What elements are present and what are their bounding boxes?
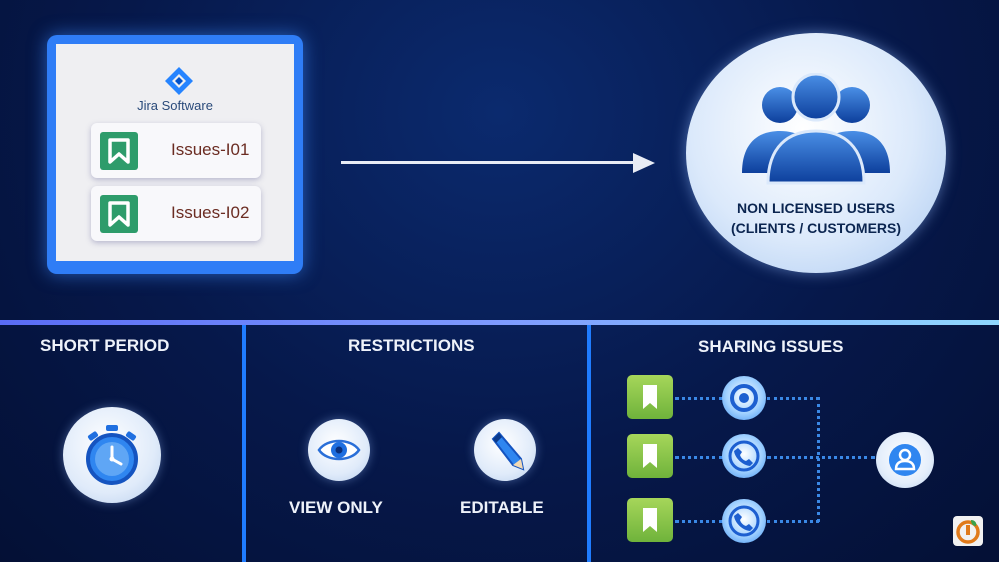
shared-issue-icon [627,498,673,542]
view-only-label: VIEW ONLY [289,498,383,517]
connector-line [675,397,723,400]
connector-line [675,520,723,523]
vertical-divider [587,325,591,562]
eye-icon [317,439,361,461]
users-title-line1: NON LICENSED USERS [737,200,895,216]
jira-panel: Jira Software Issues-I01 Issues-I02 [47,35,303,274]
issue-label: Issues-I01 [171,140,250,159]
connector-line [817,397,820,522]
shared-issue-icon [627,434,673,478]
camera-lens-icon [722,376,766,420]
horizontal-divider [0,320,999,325]
pencil-icon [491,431,525,471]
issue-bookmark-icon [100,195,138,233]
issue-label: Issues-I02 [171,203,250,222]
connector-line [767,520,819,523]
issue-bookmark-icon [100,132,138,170]
users-title-line2: (CLIENTS / CUSTOMERS) [730,220,902,236]
sharing-issues-title: SHARING ISSUES [698,337,844,356]
restrictions-title: RESTRICTIONS [348,336,475,355]
editable-label: EDITABLE [460,498,544,517]
issue-card[interactable]: Issues-I02 [91,186,261,241]
short-period-badge [63,407,161,503]
users-title: NON LICENSED USERS (CLIENTS / CUSTOMERS) [686,198,946,238]
vertical-divider [242,325,246,562]
brand-logo-icon [953,516,983,546]
arrow-right-icon [633,153,655,173]
view-only-badge [308,419,370,481]
non-licensed-users-badge: NON LICENSED USERS (CLIENTS / CUSTOMERS) [686,33,946,273]
jira-app-name: Jira Software [137,98,213,113]
short-period-title: SHORT PERIOD [40,336,170,355]
editable-badge [474,419,536,481]
connector-line [675,456,723,459]
connector-line [767,456,875,459]
users-group-icon [742,73,890,185]
shared-issue-icon [627,375,673,419]
stopwatch-icon [86,425,138,485]
recipient-person-icon [876,432,934,488]
issue-card[interactable]: Issues-I01 [91,123,261,178]
phone-call-icon [722,499,766,543]
share-arrow-line [341,161,637,164]
jira-panel-inner: Jira Software Issues-I01 Issues-I02 [56,44,294,261]
jira-logo-icon [165,67,193,95]
connector-line [767,397,819,400]
phone-call-icon [722,434,766,478]
